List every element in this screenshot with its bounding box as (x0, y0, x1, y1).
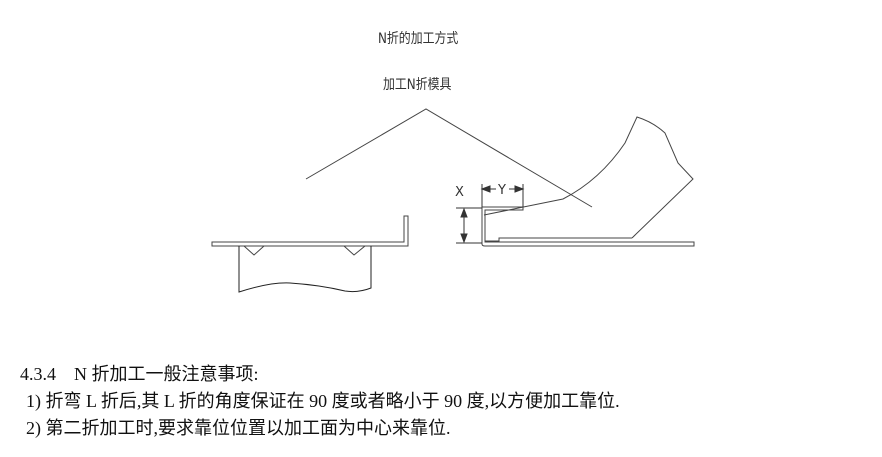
left-die (238, 246, 372, 293)
right-sheet (481, 206, 695, 247)
dim-x-label: X (455, 185, 464, 200)
inner-sheet (485, 237, 632, 242)
dim-y-label: Y (497, 183, 506, 198)
blank-holder (483, 116, 694, 239)
die-vee-left (243, 245, 265, 256)
note-item-1: 1) 折弯 L 折后,其 L 折的角度保证在 90 度或者略小于 90 度,以方… (26, 391, 620, 411)
left-sheet (211, 215, 409, 247)
n-fold-diagram: X Y (211, 108, 695, 293)
figure-title: N折的加工方式 (378, 31, 459, 47)
die-vee-right (343, 245, 366, 256)
upper-punch (305, 108, 593, 208)
figure-subtitle: 加工N折模具 (383, 77, 452, 93)
dimension-y (480, 184, 525, 207)
dimension-x (456, 207, 482, 244)
note-item-2: 2) 第二折加工时,要求靠位位置以加工面为中心来靠位. (26, 418, 451, 438)
section-heading: 4.3.4 N 折加工一般注意事项: (20, 364, 259, 384)
